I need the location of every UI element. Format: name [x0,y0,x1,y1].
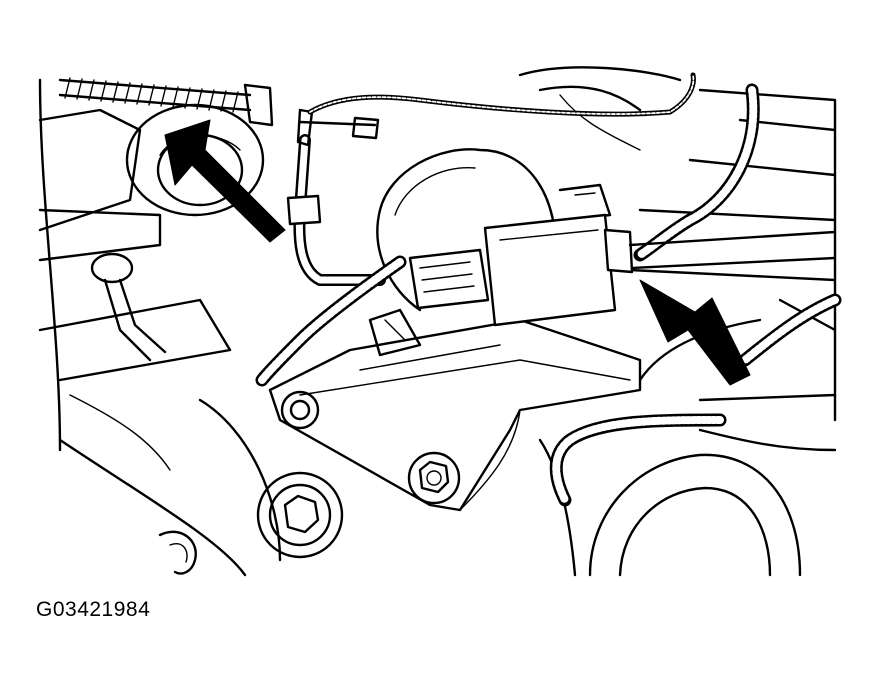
pointer-arrow-icon [639,279,751,386]
vacuum-hose [286,108,386,286]
wire-loom-left [255,255,407,387]
top-cable [298,72,696,140]
wire-loom-lower [549,293,842,507]
clip-lower-left [158,530,197,575]
engine-bay-background [38,66,837,577]
small-bolt-left [90,252,167,362]
solenoid-connector [408,213,837,327]
mounting-bracket [268,308,642,512]
bracket-nut-upper [280,390,320,430]
pointer-arrow-icon [164,119,286,243]
bracket-nut-center [407,451,461,505]
pulley-lower-right [588,453,802,577]
mount-bolt-large [256,471,344,559]
figure-label: G03421984 [36,598,151,621]
wire-loom-right [633,83,760,262]
